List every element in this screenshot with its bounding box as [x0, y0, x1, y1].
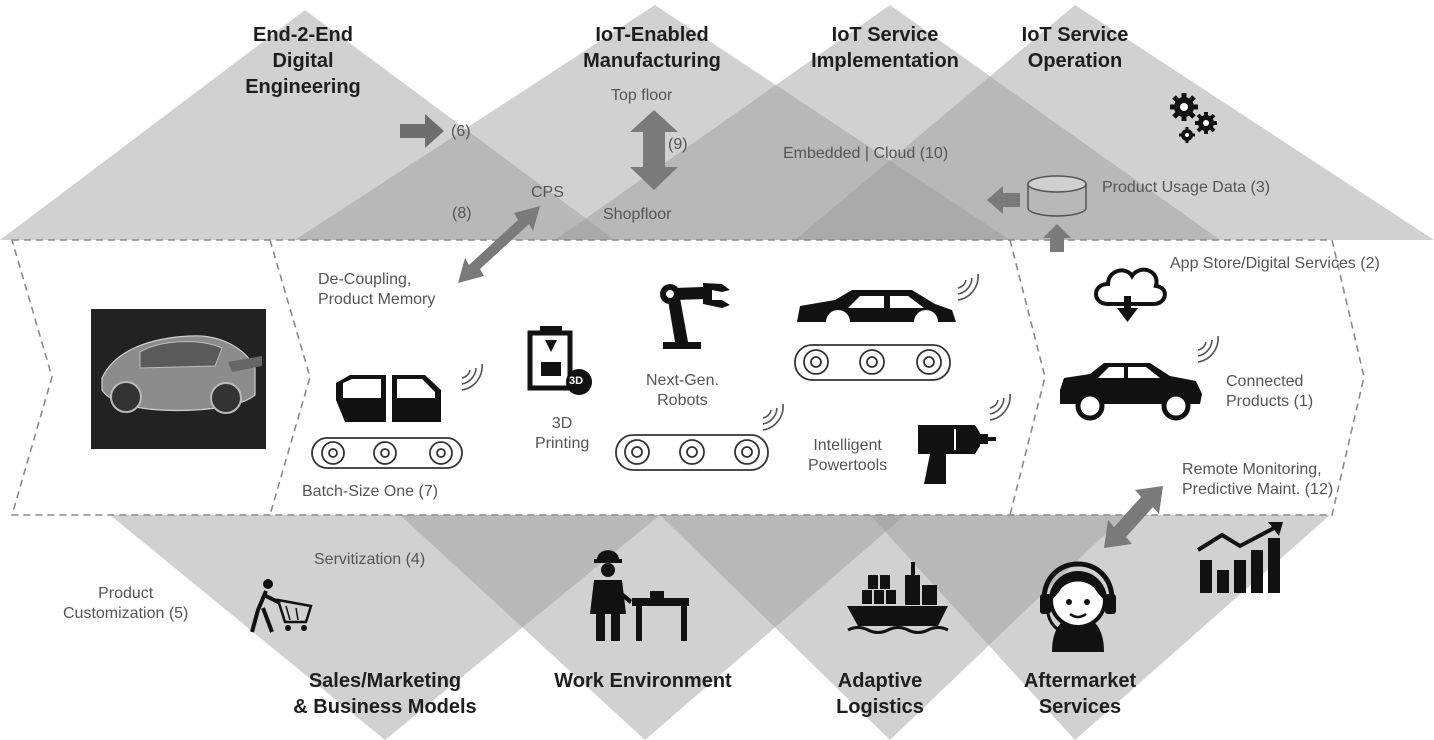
heading-work-environment: Work Environment — [554, 670, 732, 692]
label-cps: CPS — [531, 184, 564, 201]
conveyor-icon-2 — [615, 434, 769, 471]
label-9: (9) — [668, 136, 688, 153]
label-6: (6) — [451, 123, 471, 140]
bottom-triangle-work — [400, 515, 905, 740]
car-body-icon — [797, 290, 956, 322]
central-band — [12, 240, 1364, 515]
arrow-up-database — [1043, 224, 1071, 252]
arrow-diagonal-12 — [1104, 486, 1163, 548]
label-top-floor: Top floor — [611, 87, 673, 104]
arrow-vertical-9 — [630, 110, 678, 190]
top-triangle-end2end — [0, 10, 615, 240]
printer-3d-badge: 3D — [569, 375, 584, 387]
label-app-store: App Store/Digital Services (2) — [1170, 255, 1380, 272]
label-next-gen-robots: Next-Gen. Robots — [646, 372, 719, 409]
label-product-customization: Product Customization (5) — [63, 585, 189, 622]
arrow-right-6 — [400, 114, 444, 148]
shopping-cart-person-icon — [250, 579, 313, 633]
conveyor-icon-3 — [794, 344, 951, 381]
wifi-waves-icon — [461, 273, 1219, 431]
arrow-diagonal-8 — [458, 206, 540, 283]
drill-icon — [918, 425, 996, 484]
car-doors-icon — [336, 375, 441, 422]
label-remote-monitoring: Remote Monitoring, Predictive Maint. (12… — [1182, 461, 1334, 498]
chevron-outline — [10, 239, 1365, 516]
label-connected-products: Connected Products (1) — [1226, 373, 1314, 410]
heading-sales-marketing: Sales/Marketing & Business Models — [293, 670, 477, 718]
label-embedded-cloud: Embedded | Cloud (10) — [783, 145, 949, 162]
gears-icon — [1170, 93, 1217, 143]
car-photo — [91, 309, 266, 449]
connected-car-icon — [1060, 363, 1202, 421]
label-shopfloor: Shopfloor — [603, 206, 672, 223]
label-product-usage-data: Product Usage Data (3) — [1102, 179, 1271, 196]
heading-end2end: End-2-End Digital Engineering — [245, 24, 361, 98]
label-intelligent-powertools: Intelligent Powertools — [808, 437, 888, 474]
top-triangle-op — [795, 5, 1434, 240]
cargo-ship-icon — [847, 562, 949, 634]
bottom-triangle-sales — [110, 515, 660, 740]
conveyor-icon-1 — [311, 437, 463, 469]
growth-chart-icon — [1196, 522, 1283, 593]
robot-arm-icon — [660, 283, 730, 349]
heading-adaptive-logistics: Adaptive Logistics — [836, 670, 924, 718]
cloud-download-icon — [1094, 267, 1167, 322]
heading-iot-manufacturing: IoT-Enabled Manufacturing — [583, 24, 721, 72]
label-3d-printing: 3D Printing — [535, 415, 590, 452]
heading-aftermarket-services: Aftermarket Services — [1023, 670, 1137, 718]
database-icon — [1027, 175, 1087, 217]
bottom-triangle-aftermarket — [870, 515, 1330, 740]
worker-icon — [590, 550, 689, 641]
label-decoupling: De-Coupling, Product Memory — [318, 271, 436, 308]
heading-iot-service-implementation: IoT Service Implementation — [811, 24, 959, 72]
label-servitization: Servitization (4) — [314, 551, 426, 568]
heading-iot-service-operation: IoT Service Operation — [1021, 24, 1129, 72]
printer-3d-icon — [527, 326, 592, 395]
label-batch-size-one: Batch-Size One (7) — [302, 483, 439, 500]
headset-agent-icon — [1040, 561, 1116, 652]
arrow-left-database — [987, 186, 1020, 214]
label-8: (8) — [452, 205, 472, 222]
